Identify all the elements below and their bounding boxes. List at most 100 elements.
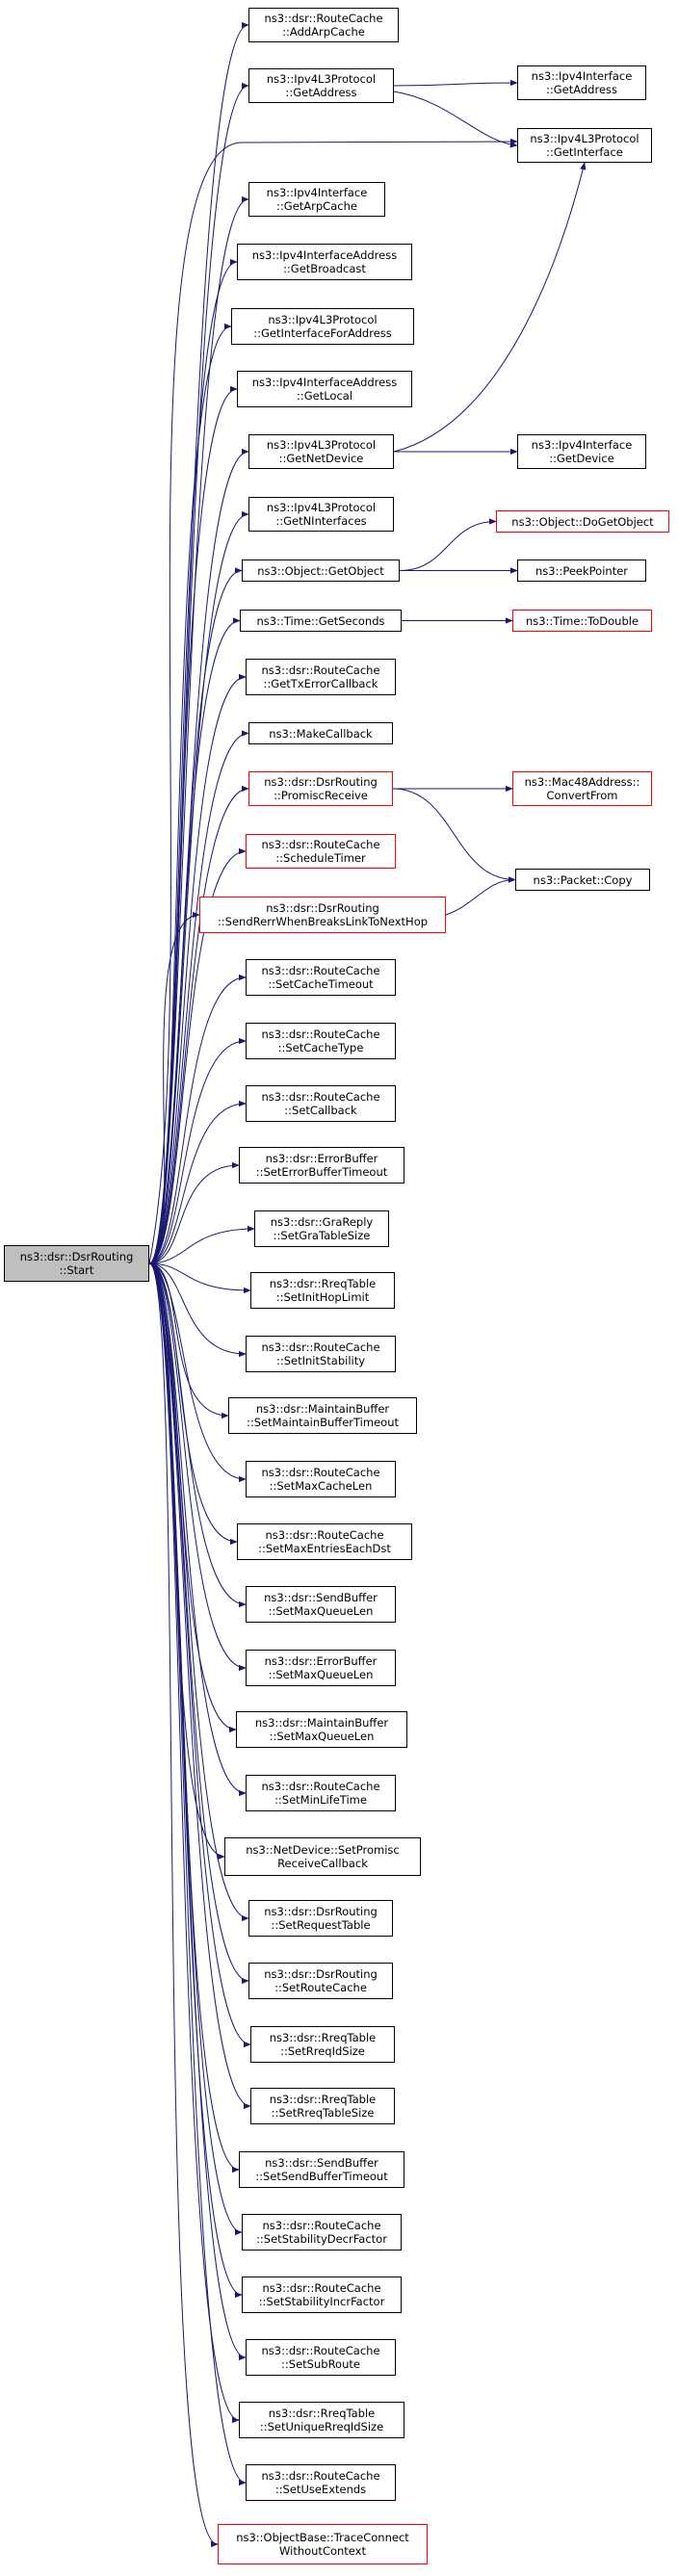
node-setuniquerreqidsize[interactable]: ns3::dsr::RreqTable::SetUniqueRreqIdSize [239, 2402, 404, 2438]
node-label-line: ns3::dsr::RouteCache [261, 964, 380, 977]
node-label-line: ns3::Mac48Address:: [524, 775, 640, 789]
node-getlocal[interactable]: ns3::Ipv4InterfaceAddress::GetLocal [237, 371, 412, 407]
node-label-line: ::SetGraTableSize [273, 1229, 371, 1242]
node-setmaxcachelen[interactable]: ns3::dsr::RouteCache::SetMaxCacheLen [246, 1461, 396, 1497]
node-setcachetimeout[interactable]: ns3::dsr::RouteCache::SetCacheTimeout [246, 959, 396, 996]
node-setrequesttable[interactable]: ns3::dsr::DsrRouting::SetRequestTable [248, 1900, 393, 1937]
node-packetcopy[interactable]: ns3::Packet::Copy [515, 869, 650, 891]
edge-start-to-promiscreceive [148, 785, 249, 1264]
node-getnetdevice[interactable]: ns3::Ipv4L3Protocol::GetNetDevice [248, 434, 394, 469]
node-setmaxqueuelen_maintain[interactable]: ns3::dsr::MaintainBuffer::SetMaxQueueLen [236, 1711, 407, 1748]
node-label-line: ns3::dsr::MaintainBuffer [255, 1402, 390, 1416]
node-gettxerrorcallback[interactable]: ns3::dsr::RouteCache::GetTxErrorCallback [246, 659, 396, 695]
edge-start-to-setminlifetime [148, 1262, 247, 1797]
node-label-line: ::SetErrorBufferTimeout [255, 1165, 388, 1179]
node-label-line: ns3::dsr::ErrorBuffer [264, 1654, 378, 1668]
node-setroutecache[interactable]: ns3::dsr::DsrRouting::SetRouteCache [248, 1963, 393, 1999]
node-setrreqidsize[interactable]: ns3::dsr::RreqTable::SetRreqIdSize [250, 2026, 395, 2063]
node-label-line: ns3::dsr::DsrRouting [266, 901, 379, 915]
node-setmaxqueuelen_error[interactable]: ns3::dsr::ErrorBuffer::SetMaxQueueLen [246, 1650, 396, 1686]
node-label-line: ::SetUseExtends [274, 2483, 367, 2496]
node-seterrorbuffertimeout[interactable]: ns3::dsr::ErrorBuffer::SetErrorBufferTim… [239, 1147, 404, 1184]
node-label-line: ns3::dsr::RouteCache [262, 2219, 381, 2232]
node-label-line: ns3::dsr::RouteCache [261, 2344, 380, 2357]
node-setminlifetime[interactable]: ns3::dsr::RouteCache::SetMinLifeTime [246, 1775, 396, 1811]
edge-start-to-setcachetimeout [148, 974, 247, 1264]
node-addarpcache[interactable]: ns3::dsr::RouteCache::AddArpCache [248, 8, 399, 42]
node-setuseextends[interactable]: ns3::dsr::RouteCache::SetUseExtends [246, 2464, 396, 2501]
node-getaddress_if[interactable]: ns3::Ipv4Interface::GetAddress [517, 65, 646, 100]
node-label-line: ::GetArpCache [276, 199, 357, 213]
node-setmaxentrieseachdst[interactable]: ns3::dsr::RouteCache::SetMaxEntriesEachD… [237, 1523, 412, 1560]
edge-start-to-setcachetype [148, 1037, 247, 1264]
node-setstabilityincrfactor[interactable]: ns3::dsr::RouteCache::SetStabilityIncrFa… [242, 2277, 402, 2313]
node-label-line: ::SetMaintainBufferTimeout [246, 1416, 399, 1429]
node-getarpcache[interactable]: ns3::Ipv4Interface::GetArpCache [248, 182, 385, 217]
edge-start-to-setcallback [148, 1100, 247, 1264]
edge-start-to-gettxerrorcallback [148, 673, 247, 1264]
node-setsubroute[interactable]: ns3::dsr::RouteCache::SetSubRoute [246, 2339, 396, 2376]
node-label-line: WithoutContext [279, 2544, 366, 2558]
node-getaddress_l3[interactable]: ns3::Ipv4L3Protocol::GetAddress [248, 68, 394, 103]
node-label-line: ::SetCallback [284, 1104, 357, 1117]
node-label-line: ns3::dsr::RouteCache [261, 1028, 380, 1041]
edge-start-to-setmaxqueuelen_send [148, 1262, 247, 1608]
node-label-line: ::GetTxErrorCallback [263, 677, 378, 690]
node-label-line: ReceiveCallback [277, 1857, 368, 1870]
edge-start-to-setmaintainbuffertimeout [148, 1262, 229, 1419]
node-setstabilitydecrfactor[interactable]: ns3::dsr::RouteCache::SetStabilityDecrFa… [242, 2214, 402, 2251]
node-setinitstability[interactable]: ns3::dsr::RouteCache::SetInitStability [246, 1336, 396, 1372]
node-setcachetype[interactable]: ns3::dsr::RouteCache::SetCacheType [246, 1023, 396, 1059]
node-setmaintainbuffertimeout[interactable]: ns3::dsr::MaintainBuffer::SetMaintainBuf… [228, 1397, 417, 1434]
node-label-line: ns3::dsr::DsrRouting [264, 1967, 378, 1981]
node-setinithoplimit[interactable]: ns3::dsr::RreqTable::SetInitHopLimit [250, 1272, 395, 1309]
node-label-line: ns3::NetDevice::SetPromisc [246, 1843, 400, 1857]
node-setmaxqueuelen_send[interactable]: ns3::dsr::SendBuffer::SetMaxQueueLen [246, 1586, 396, 1623]
edge-start-to-setinitstability [148, 1262, 247, 1358]
node-convertfrom[interactable]: ns3::Mac48Address::ConvertFrom [512, 771, 652, 806]
edge-start-to-getinterfaceforaddress [148, 323, 232, 1264]
edge-start-to-setinithoplimit [148, 1262, 251, 1294]
node-sendrerr[interactable]: ns3::dsr::DsrRouting::SendRerrWhenBreaks… [199, 897, 446, 933]
node-getninterfaces[interactable]: ns3::Ipv4L3Protocol::GetNInterfaces [248, 497, 394, 532]
node-setgratablesize[interactable]: ns3::dsr::GraReply::SetGraTableSize [254, 1210, 389, 1247]
node-getdevice[interactable]: ns3::Ipv4Interface::GetDevice [517, 434, 646, 469]
node-getinterfaceforaddress[interactable]: ns3::Ipv4L3Protocol::GetInterfaceForAddr… [231, 308, 414, 345]
node-label-line: ns3::Time::ToDouble [525, 613, 639, 628]
node-setrreqtablesize[interactable]: ns3::dsr::RreqTable::SetRreqTableSize [250, 2088, 395, 2124]
node-scheduletimer[interactable]: ns3::dsr::RouteCache::ScheduleTimer [246, 834, 396, 869]
node-label-line: ns3::dsr::RreqTable [269, 1277, 377, 1290]
node-getobject[interactable]: ns3::Object::GetObject [242, 559, 400, 582]
edge-start-to-setmaxcachelen [148, 1262, 247, 1483]
node-label-line: ns3::dsr::SendBuffer [264, 1591, 378, 1604]
node-peekpointer[interactable]: ns3::PeekPointer [517, 559, 646, 582]
edge-start-to-setrequesttable [148, 1262, 249, 1922]
node-setsendbuffertimeout[interactable]: ns3::dsr::SendBuffer::SetSendBufferTimeo… [239, 2151, 404, 2188]
node-setcallback[interactable]: ns3::dsr::RouteCache::SetCallback [246, 1085, 396, 1122]
node-label-line: ns3::dsr::GraReply [270, 1215, 374, 1229]
node-label-line: ns3::dsr::SendBuffer [265, 2156, 378, 2170]
node-dogetobject[interactable]: ns3::Object::DoGetObject [496, 510, 669, 533]
node-label-line: ns3::dsr::RouteCache [261, 1340, 380, 1354]
node-label-line: ::GetLocal [296, 389, 353, 403]
node-makecallback[interactable]: ns3::MakeCallback [248, 722, 393, 744]
node-label-line: ::GetBroadcast [283, 262, 366, 275]
edge-start-to-seterrorbuffertimeout [148, 1161, 240, 1264]
node-label-line: ns3::dsr::RouteCache [261, 838, 380, 851]
node-label-line: ns3::dsr::RouteCache [261, 664, 380, 677]
node-getseconds[interactable]: ns3::Time::GetSeconds [240, 610, 402, 632]
node-getbroadcast[interactable]: ns3::Ipv4InterfaceAddress::GetBroadcast [237, 244, 412, 280]
node-label-line: ns3::Ipv4L3Protocol [266, 501, 377, 514]
node-label-line: ::ScheduleTimer [275, 851, 366, 865]
node-promiscreceive[interactable]: ns3::dsr::DsrRouting::PromiscReceive [248, 771, 393, 806]
edge-start-to-setuseextends [148, 1262, 247, 2486]
node-label-line: ns3::Ipv4L3Protocol [266, 72, 377, 86]
node-label-line: ns3::dsr::ErrorBuffer [265, 1152, 378, 1165]
node-todouble[interactable]: ns3::Time::ToDouble [512, 610, 652, 632]
node-getinterface[interactable]: ns3::Ipv4L3Protocol::GetInterface [517, 128, 652, 163]
node-label-line: ::GetAddress [545, 83, 618, 96]
node-label-line: ::AddArpCache [282, 25, 365, 39]
